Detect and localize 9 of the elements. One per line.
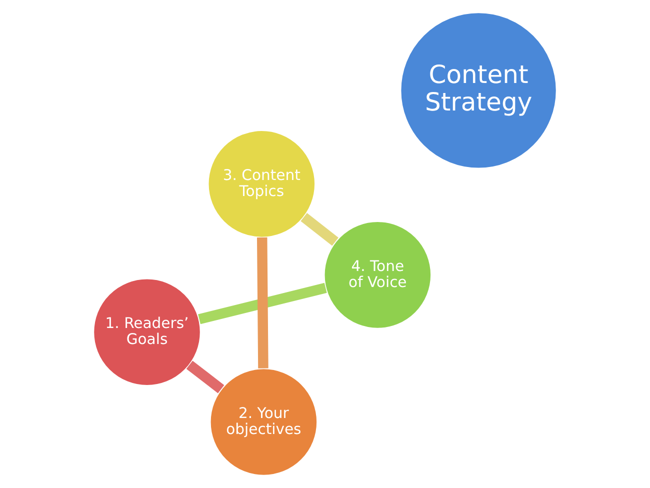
node-circle: 1. Readers’ Goals bbox=[92, 278, 202, 386]
connector bbox=[186, 360, 224, 394]
node-circle: 4. Tone of Voice bbox=[324, 220, 432, 329]
connector bbox=[256, 237, 268, 368]
connector bbox=[198, 282, 327, 324]
connector bbox=[300, 213, 338, 246]
node-circle: Content Strategy bbox=[400, 12, 558, 169]
node-circle: 3. Content Topics bbox=[208, 130, 316, 238]
node-circle: 2. Your objectives bbox=[210, 368, 318, 476]
